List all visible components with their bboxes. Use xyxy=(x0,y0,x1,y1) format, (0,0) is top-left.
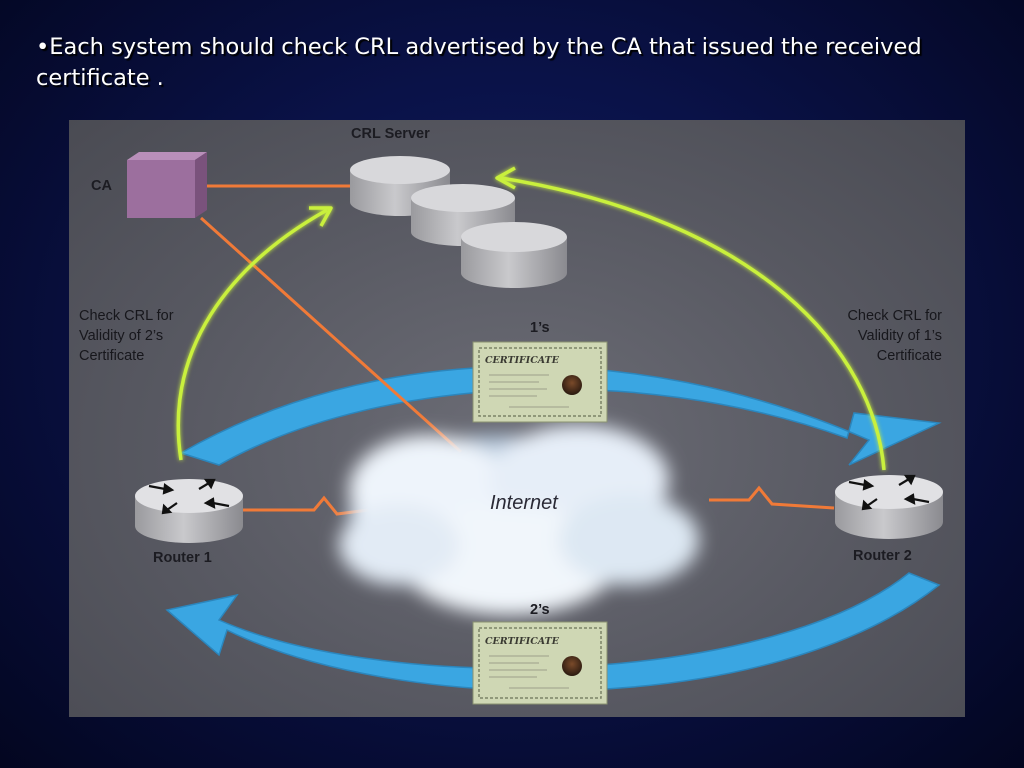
slide-bullet: •Each system should check CRL advertised… xyxy=(36,32,936,94)
bottom-flow-arrow xyxy=(165,572,941,692)
certificate-bottom-seal-icon xyxy=(562,656,582,676)
top-flow-arrow xyxy=(179,365,942,466)
router2-internet-link xyxy=(709,485,835,510)
router2 xyxy=(835,474,943,539)
router1-internet-link xyxy=(239,495,370,516)
certificate-bottom-title: CERTIFICATE xyxy=(485,636,560,647)
router2-arrows-icon xyxy=(848,474,930,511)
ca-internet-link xyxy=(199,216,463,454)
crl-server-disk-3 xyxy=(461,222,567,288)
left-crl-note: Check CRL for Validity of 2’s Certificat… xyxy=(79,308,174,364)
router2-label: Router 2 xyxy=(853,548,912,564)
router1 xyxy=(135,478,243,543)
crl-diagram: CERTIFICATE CERTIFICATE xyxy=(69,120,965,717)
certificate-bottom: CERTIFICATE xyxy=(472,621,608,705)
diagram-canvas: CERTIFICATE CERTIFICATE xyxy=(127,152,943,705)
right-crl-note: Check CRL for Validity of 1’s Certificat… xyxy=(847,308,942,364)
crl-server-label: CRL Server xyxy=(351,126,430,142)
router1-label: Router 1 xyxy=(153,550,212,566)
ca-label: CA xyxy=(91,178,112,194)
certificate-bottom-label: 2’s xyxy=(530,602,550,618)
ca-box xyxy=(127,152,207,218)
certificate-top-seal-icon xyxy=(562,375,582,395)
bullet-text: Each system should check CRL advertised … xyxy=(36,34,922,91)
certificate-top-title: CERTIFICATE xyxy=(485,355,560,366)
internet-label: Internet xyxy=(490,492,558,514)
bullet-marker: • xyxy=(36,34,50,60)
router1-arrows-icon xyxy=(148,478,230,515)
left-crl-check-arrow xyxy=(176,206,333,461)
certificate-top-label: 1’s xyxy=(530,320,550,336)
internet-cloud xyxy=(339,425,699,615)
right-crl-check-arrow xyxy=(495,166,886,471)
certificate-top: CERTIFICATE xyxy=(472,341,608,423)
